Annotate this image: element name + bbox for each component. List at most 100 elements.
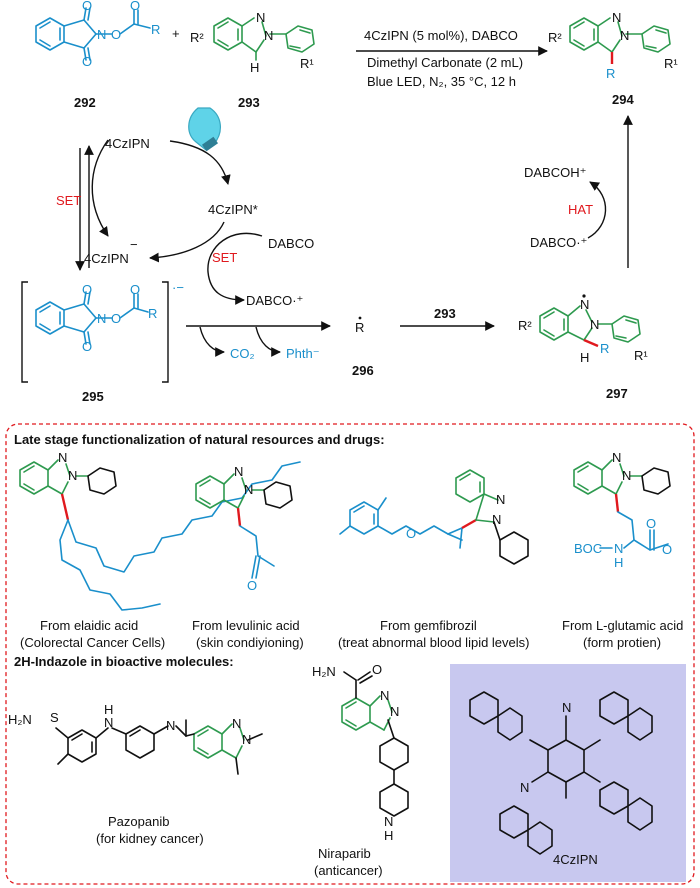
oxygen-label: O [130, 282, 140, 297]
nitrogen-label: N [264, 28, 273, 43]
hydrogen-label: H [384, 828, 393, 843]
oxygen-label: O [372, 662, 382, 677]
amide-h2n-label: H₂N [312, 664, 336, 679]
piperidine-n-label: N [384, 814, 393, 829]
nitrogen-label: N [620, 28, 629, 43]
hat-arrow [587, 181, 607, 239]
radical-r: R [355, 320, 364, 335]
r1-label: R¹ [300, 56, 314, 71]
nitrogen-label: N [166, 718, 175, 733]
set-label-middle: SET [212, 250, 237, 265]
cyano-nitrogen-label: N [562, 700, 571, 715]
hydrogen-label: H [250, 60, 259, 75]
compound-294-structure [569, 17, 671, 53]
r1-label: R¹ [664, 56, 678, 71]
item-1-source: From elaidic acid [40, 618, 138, 633]
4czipn-structure [469, 691, 653, 855]
nitrogen-label: N [390, 704, 399, 719]
catalyst-excited-state: 4CzIPN* [208, 202, 258, 217]
radical-anion-sign: ·− [172, 280, 184, 295]
item-4-use: (form protien) [583, 635, 661, 650]
cyano-nitrogen-label: N [520, 780, 529, 795]
bioactive-heading: 2H-Indazole in bioactive molecules: [14, 654, 234, 669]
catalyst-reduced-state: 4CzIPN [84, 251, 129, 266]
r-group-label: R [600, 341, 609, 356]
late-stage-heading: Late stage functionalization of natural … [14, 432, 385, 447]
nitrogen-label: N [380, 688, 389, 703]
compound-292-structure [35, 7, 151, 61]
dabco-radical-cation-right: DABCO·⁺ [530, 235, 587, 250]
compound-293-label: 293 [238, 95, 260, 110]
hydrogen-label: H [614, 555, 623, 570]
oxygen-label: O [247, 578, 257, 593]
bracket [21, 281, 169, 383]
compound-297-structure [539, 305, 641, 343]
item-2-use: (skin condiyioning) [196, 635, 304, 650]
nitrogen-label: N [97, 311, 106, 326]
nitrogen-label: N [614, 541, 623, 556]
nitrogen-label: N [612, 450, 621, 465]
nitrogen-label: N [590, 317, 599, 332]
pazopanib-name: Pazopanib [108, 814, 169, 829]
glutamic-derivative-structure [573, 459, 671, 551]
nitrogen-label: N [242, 732, 251, 747]
r2-label: R² [518, 318, 532, 333]
nitrogen-label: N [496, 492, 505, 507]
nitrogen-label: N [492, 512, 501, 527]
catalyst-name: 4CzIPN [553, 852, 598, 867]
niraparib-use: (anticancer) [314, 863, 383, 878]
radical-dot [582, 294, 586, 298]
dabco-label: DABCO [268, 236, 314, 251]
compound-294-label: 294 [612, 92, 634, 107]
compound-293-structure [213, 17, 315, 61]
nitrogen-label: N [68, 468, 77, 483]
item-3-source: From gemfibrozil [380, 618, 477, 633]
nitrogen-label: N [232, 716, 241, 731]
set-label-left: SET [56, 193, 81, 208]
item-3-use: (treat abnormal blood lipid levels) [338, 635, 529, 650]
r-group-label: R [151, 22, 160, 37]
nitrogen-label: N [58, 450, 67, 465]
nitrogen-label: N [244, 482, 253, 497]
oxygen-label: O [111, 27, 121, 42]
phth-anion-label: Phth⁻ [286, 346, 320, 361]
catalyst-ground-state: 4CzIPN [105, 136, 150, 151]
catalyst-panel [450, 664, 686, 882]
sulfonamide-h2n-label: H₂N [8, 712, 32, 727]
levulinic-derivative-structure [195, 473, 293, 579]
elaidic-derivative-structure [19, 459, 301, 611]
dashed-frame [5, 423, 695, 885]
item-2-source: From levulinic acid [192, 618, 300, 633]
compound-296-label: 296 [352, 363, 374, 378]
dabcoh-cation: DABCOH⁺ [524, 165, 586, 180]
phth-release-arrow [255, 326, 281, 357]
conditions-line-1: 4CzIPN (5 mol%), DABCO [364, 28, 518, 43]
conditions-line-2: Dimethyl Carbonate (2 mL) [367, 55, 523, 70]
hydrogen-label: H [104, 702, 113, 717]
nitrogen-label: N [104, 715, 113, 730]
compound-297-label: 297 [606, 386, 628, 401]
r2-label: R² [190, 30, 204, 45]
reagent-293-label: 293 [434, 306, 456, 321]
item-1-use: (Colorectal Cancer Cells) [20, 635, 165, 650]
co2-label: CO₂ [230, 346, 255, 361]
radical-dot [358, 316, 362, 320]
oxygen-label: O [82, 339, 92, 354]
nitrogen-label: N [234, 464, 243, 479]
pazopanib-structure [55, 719, 263, 775]
r2-label: R² [548, 30, 562, 45]
dabco-oxidation-arrow [207, 232, 263, 305]
set-reduction-arrow [149, 221, 225, 263]
anion-minus-sign: − [130, 237, 138, 252]
new-bond [583, 338, 599, 348]
oxygen-label: O [406, 526, 416, 541]
nitrogen-label: N [256, 10, 265, 25]
niraparib-structure [341, 671, 409, 817]
oxygen-label: O [130, 0, 140, 13]
hat-label: HAT [568, 202, 593, 217]
boc-label: BOC [574, 541, 602, 556]
nitrogen-label: N [612, 10, 621, 25]
oxygen-label: O [82, 0, 92, 13]
r1-label: R¹ [634, 348, 648, 363]
